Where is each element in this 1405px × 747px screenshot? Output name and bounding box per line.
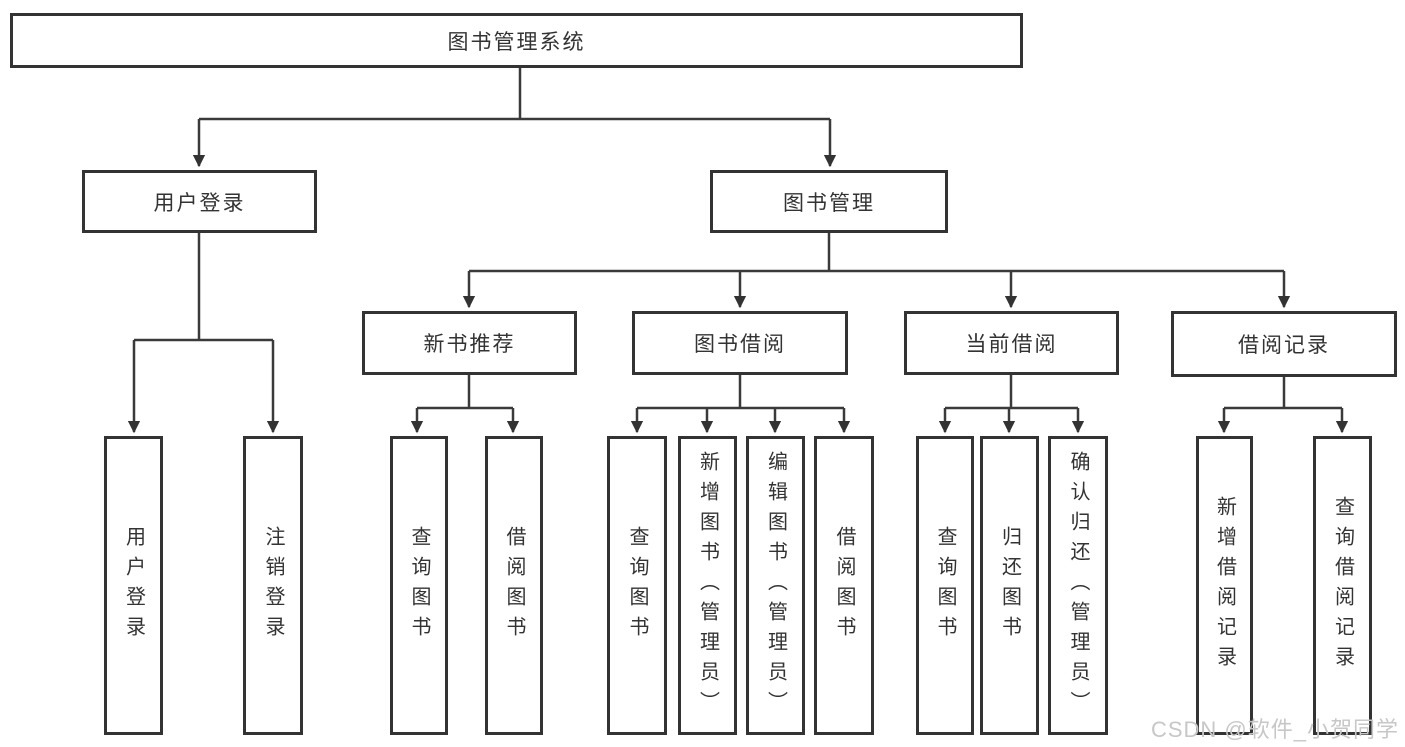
- leaf-newrec-query-book-label: 查询图书: [408, 525, 430, 646]
- node-user-login: 用户登录: [82, 170, 317, 233]
- leaf-current-confirm-return-admin: 确认归还（管理员）: [1048, 436, 1108, 735]
- node-book-borrowing: 图书借阅: [632, 311, 848, 375]
- leaf-borrow-borrow-book: 借阅图书: [814, 436, 874, 735]
- leaf-borrow-add-book-admin: 新增图书（管理员）: [678, 436, 737, 735]
- leaf-records-query-record-label: 查询借阅记录: [1331, 495, 1354, 676]
- leaf-borrow-query-book: 查询图书: [607, 436, 667, 735]
- leaf-user-login: 用户登录: [104, 436, 163, 735]
- leaf-user-login-label: 用户登录: [122, 525, 145, 646]
- leaf-records-add-record-label: 新增借阅记录: [1213, 495, 1236, 676]
- leaf-records-add-record: 新增借阅记录: [1196, 436, 1253, 735]
- node-library-system-label: 图书管理系统: [447, 30, 586, 54]
- node-new-book-recommendation-label: 新书推荐: [423, 333, 516, 356]
- leaf-current-return-book-label: 归还图书: [998, 525, 1021, 646]
- leaf-borrow-query-book-label: 查询图书: [626, 525, 648, 646]
- leaf-current-return-book: 归还图书: [980, 436, 1039, 735]
- node-book-borrowing-label: 图书借阅: [694, 333, 786, 356]
- leaf-borrow-add-book-admin-label: 新增图书（管理员）: [696, 450, 719, 721]
- node-book-management: 图书管理: [710, 170, 948, 233]
- leaf-borrow-edit-book-admin-label: 编辑图书（管理员）: [764, 450, 787, 721]
- node-library-system: 图书管理系统: [10, 13, 1023, 68]
- leaf-current-query-book: 查询图书: [916, 436, 974, 735]
- leaf-current-query-book-label: 查询图书: [934, 525, 956, 646]
- node-borrowing-records-label: 借阅记录: [1238, 334, 1330, 357]
- leaf-newrec-borrow-book-label: 借阅图书: [503, 525, 525, 646]
- leaf-newrec-query-book: 查询图书: [390, 436, 448, 735]
- leaf-logout: 注销登录: [243, 436, 303, 735]
- node-borrowing-records: 借阅记录: [1171, 311, 1397, 377]
- node-current-borrowing: 当前借阅: [904, 311, 1119, 375]
- csdn-watermark: CSDN @软件_小贺同学: [1150, 717, 1399, 742]
- node-user-login-label: 用户登录: [153, 191, 246, 215]
- node-book-management-label: 图书管理: [783, 191, 875, 215]
- leaf-logout-label: 注销登录: [262, 525, 284, 646]
- leaf-records-query-record: 查询借阅记录: [1313, 436, 1372, 735]
- leaf-borrow-edit-book-admin: 编辑图书（管理员）: [746, 436, 805, 735]
- node-current-borrowing-label: 当前借阅: [965, 333, 1058, 356]
- leaf-borrow-borrow-book-label: 借阅图书: [833, 525, 855, 646]
- leaf-newrec-borrow-book: 借阅图书: [485, 436, 543, 735]
- leaf-current-confirm-return-admin-label: 确认归还（管理员）: [1067, 450, 1089, 721]
- node-new-book-recommendation: 新书推荐: [362, 311, 577, 375]
